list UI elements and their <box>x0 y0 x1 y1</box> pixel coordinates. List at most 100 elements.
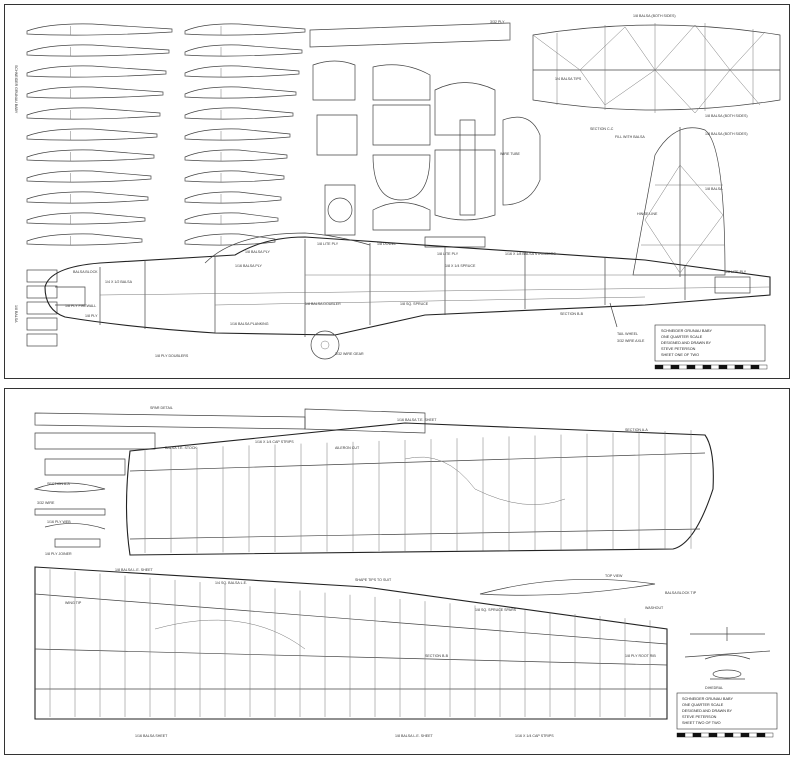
rib-template <box>26 149 155 162</box>
edge-label-2: 1/8 BALSA <box>14 305 18 323</box>
label-section-b: SECTION B-B <box>560 312 584 316</box>
small-part <box>26 285 58 299</box>
title-line-3: DESIGNED AND DRAWN BY <box>661 341 712 345</box>
fin-rudder <box>632 127 726 277</box>
title-line-3b: DESIGNED AND DRAWN BY <box>682 709 733 713</box>
label-balsa-le: 1/8 BALSA L.E. SHEET <box>115 568 154 572</box>
ply-keel-strip <box>309 22 511 48</box>
rib-template <box>26 65 167 78</box>
rib-template <box>184 191 282 204</box>
label-wire-gear: 3/32 WIRE GEAR <box>335 352 364 356</box>
label-ply-doublers: 1/8 PLY DOUBLERS <box>155 354 189 358</box>
label-aileron-cut: AILERON CUT <box>335 446 360 450</box>
label-balsa-nose: BALSA BLOCK <box>73 270 98 274</box>
label-balsa-tips: 1/4 BALSA TIPS <box>555 77 582 81</box>
label-balsa-te: 1/16 BALSA T.E. SHEET <box>397 418 437 422</box>
plan-sheet-fuselage: SCHNEIDER GRUNAU BABY 1/8 BALSA 3/32 PLY… <box>4 4 790 379</box>
label-ply-former: 1/8 LITE PLY <box>437 252 459 256</box>
label-washout: WASHOUT <box>645 606 664 610</box>
label-stringers: 1/16 X 1/8 BALSA STRINGERS <box>505 252 556 256</box>
small-part <box>26 269 58 283</box>
label-section-a: SECTION A-A <box>47 482 70 486</box>
label-section-b-wing: SECTION B-B <box>425 654 449 658</box>
stock-piece <box>34 432 156 450</box>
title-block-top: SCHNEIDER GRUNAU BABY ONE QUARTER SCALE … <box>654 324 766 362</box>
label-fill: FILL WITH BALSA <box>615 135 645 139</box>
small-part <box>26 317 58 331</box>
label-keel-ply: 1/8 PLY <box>85 314 98 318</box>
label-ply-web: 1/16 PLY WEB <box>47 520 71 524</box>
label-spar-spruce: 1/8 SQ. SPRUCE SPARS <box>475 608 517 612</box>
section-details-left <box>33 482 106 548</box>
label-dihedral: DIHEDRAL <box>705 686 723 690</box>
label-le-bottom: 1/8 BALSA L.E. SHEET <box>395 734 434 738</box>
label-firewall: 1/8 PLY FIREWALL <box>65 304 96 308</box>
label-spar-detail: SPAR DETAIL <box>150 406 173 410</box>
label-stab-balsa-2: 1/8 BALSA (BOTH SIDES) <box>705 114 748 118</box>
label-section-a-upper: SECTION A-A <box>625 428 648 432</box>
title-line-4b: STEVE PETERSON <box>682 715 717 719</box>
label-hinge: HINGE LINE <box>637 212 658 216</box>
title-line-2: ONE QUARTER SCALE <box>661 335 703 339</box>
stock-piece-3 <box>304 408 426 434</box>
label-section-c: SECTION C-C <box>590 127 614 131</box>
rib-template <box>184 23 306 36</box>
title-line-1b: SCHNEIDER GRUNAU BABY <box>682 697 734 701</box>
title-line-5: SHEET ONE OF TWO <box>661 353 699 357</box>
label-plan-balsa-ply: 1/16 BALSA PLY <box>235 264 263 268</box>
rib-template <box>26 86 164 99</box>
rib-template <box>184 128 291 141</box>
rib-template <box>184 86 297 99</box>
rib-template <box>184 107 294 120</box>
former-templates <box>312 60 541 248</box>
title-line-1: SCHNEIDER GRUNAU BABY <box>661 329 713 333</box>
label-ply-joiner: 1/8 PLY JOINER <box>45 552 72 556</box>
label-balsa-spruce: 1/8 X 1/4 SPRUCE <box>445 264 476 268</box>
label-spruce: 1/8 SQ. SPRUCE <box>400 302 429 306</box>
label-ply-note: 1/8 LITE PLY <box>725 270 747 274</box>
rib-template <box>26 170 152 183</box>
rib-template <box>184 44 303 57</box>
three-view <box>684 627 771 680</box>
label-ply-sides: 1/8 BALSA PLY <box>245 250 271 254</box>
label-le: 1/4 SQ. BALSA L.E. <box>215 581 247 585</box>
label-ply-top: 3/32 PLY <box>490 20 505 24</box>
title-block-bottom: SCHNEIDER GRUNAU BABY ONE QUARTER SCALE … <box>676 692 778 730</box>
rib-template <box>184 233 276 246</box>
label-shape-note: SHAPE TIPS TO SUIT <box>355 578 392 582</box>
label-fuse-doubler: 1/8 BALSA DOUBLER <box>305 302 341 306</box>
label-cap-bottom: 1/16 X 1/4 CAP STRIPS <box>515 734 554 738</box>
label-balsa-block: BALSA BLOCK TIP <box>665 591 697 595</box>
label-engine-mount: 1/4 X 1/2 BALSA <box>105 280 133 284</box>
fuselage-side-view <box>44 232 771 360</box>
fuselage-drawing: SCHNEIDER GRUNAU BABY 1/8 BALSA 3/32 PLY… <box>14 14 781 370</box>
rib-template <box>26 212 146 225</box>
tip-block <box>479 578 656 596</box>
label-top-view: TOP VIEW <box>605 574 623 578</box>
label-axle: 3/32 WIRE AXLE <box>617 339 645 343</box>
label-cap-strips: 1/16 X 1/4 CAP STRIPS <box>255 440 294 444</box>
rib-template <box>26 233 143 246</box>
rib-template <box>26 44 170 57</box>
label-fin-balsa: 1/8 BALSA (BOTH SIDES) <box>705 132 748 136</box>
title-line-2b: ONE QUARTER SCALE <box>682 703 724 707</box>
label-tail-wheel: TAIL WHEEL <box>617 332 638 336</box>
label-wing-tube: WIRE TUBE <box>500 152 521 156</box>
rib-template <box>26 107 161 120</box>
stock-piece-2 <box>44 458 126 476</box>
rib-template <box>184 212 279 225</box>
rib-templates-left <box>26 23 306 347</box>
title-line-5b: SHEET TWO OF TWO <box>682 721 721 725</box>
scale-bar-top <box>654 364 768 370</box>
rib-template <box>184 170 285 183</box>
label-te-stock: BALSA T.E. STOCK <box>165 446 197 450</box>
label-wire-spar: 3/32 WIRE <box>37 501 55 505</box>
label-lite-ply: 1/8 LITE PLY <box>317 242 339 246</box>
rib-template <box>184 149 288 162</box>
small-part <box>26 333 58 347</box>
wing-panel-upper <box>125 422 714 556</box>
label-planking: 1/16 BALSA PLANKING <box>230 322 269 326</box>
te-stock-strip <box>34 412 306 430</box>
label-root-rib: 1/8 PLY ROOT RIB <box>625 654 656 658</box>
small-part <box>26 301 58 315</box>
